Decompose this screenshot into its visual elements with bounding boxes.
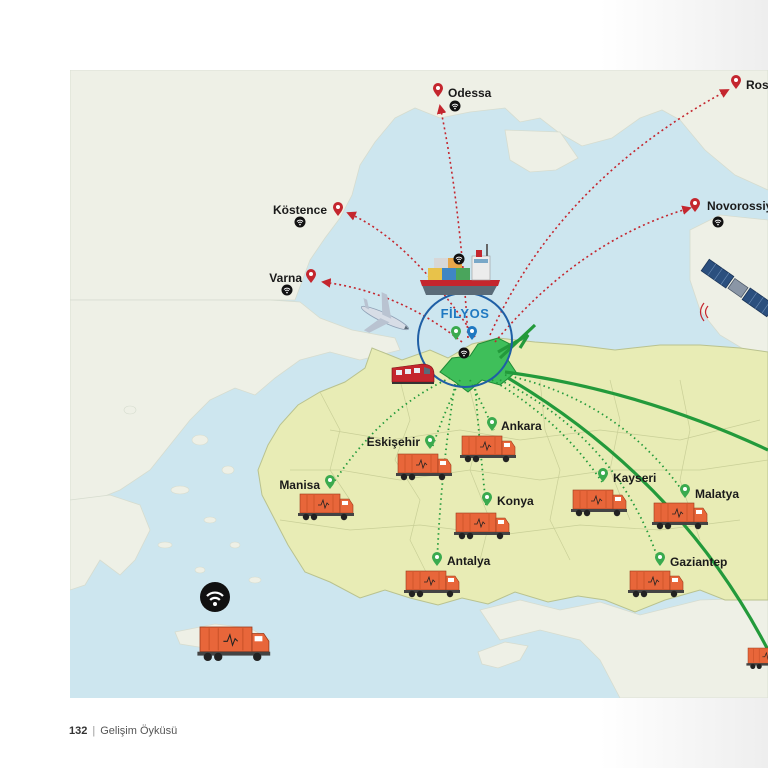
hub-name: FİLYOS [441, 306, 490, 321]
hub-wifi-icon [458, 347, 470, 359]
aegean-islands [123, 405, 262, 584]
port-ros: Ros [731, 75, 768, 92]
city-label: Manisa [279, 478, 320, 492]
city-label: Kayseri [613, 471, 656, 485]
city-manisa: Manisa [279, 475, 335, 492]
port-label: Novorossiy [707, 199, 768, 213]
port-label: Odessa [448, 86, 492, 100]
city-kayseri: Kayseri [598, 468, 656, 485]
wifi-icon [712, 216, 724, 228]
wifi-icon [449, 100, 461, 112]
wifi-icon [281, 284, 293, 296]
train-icon [391, 363, 435, 384]
hub-pin-icon [451, 326, 477, 340]
cargo-ship-icon [420, 244, 500, 295]
cyprus-island [477, 641, 529, 669]
page-footer: 132 | Gelişim Öyküsü [69, 725, 177, 737]
city-label: Ankara [501, 419, 542, 433]
city-eskisehir: Eskişehir [367, 435, 435, 449]
city-konya: Konya [482, 492, 534, 508]
city-malatya: Malatya [680, 484, 739, 501]
greece-mainland [70, 494, 151, 591]
footer-separator: | [92, 725, 96, 737]
page-number: 132 [69, 725, 88, 737]
wifi-icon [453, 253, 465, 265]
wifi-icon [294, 216, 306, 228]
city-label: Malatya [695, 487, 739, 501]
city-label: Eskişehir [367, 435, 421, 449]
city-label: Gaziantep [670, 555, 727, 569]
trunk-routes [497, 323, 768, 651]
balkan-landmass [70, 299, 401, 501]
turkey-landmass [257, 337, 768, 613]
port-label: Köstence [273, 203, 327, 217]
section-title: Gelişim Öyküsü [100, 725, 178, 737]
middle-east-landmass [479, 597, 768, 698]
port-kostence: Köstence [273, 202, 343, 228]
northern-landmass [70, 70, 768, 301]
city-label: Antalya [447, 554, 491, 568]
wifi-icon [200, 582, 230, 612]
city-label: Konya [497, 494, 534, 508]
crimea-peninsula [504, 129, 579, 173]
sea-routes [321, 89, 730, 343]
port-odessa: Odessa [433, 83, 492, 112]
airplane-icon [360, 292, 410, 333]
signal-waves-icon [699, 302, 709, 322]
port-novorossiysk: Novorossiy [690, 198, 768, 228]
port-label: Ros [746, 78, 768, 92]
city-antalya: Antalya [432, 552, 491, 568]
satellite-icon [700, 258, 768, 318]
port-varna: Varna [269, 269, 316, 296]
port-label: Varna [269, 271, 302, 285]
city-ankara: Ankara [487, 417, 542, 433]
city-gaziantep: Gaziantep [655, 552, 727, 569]
